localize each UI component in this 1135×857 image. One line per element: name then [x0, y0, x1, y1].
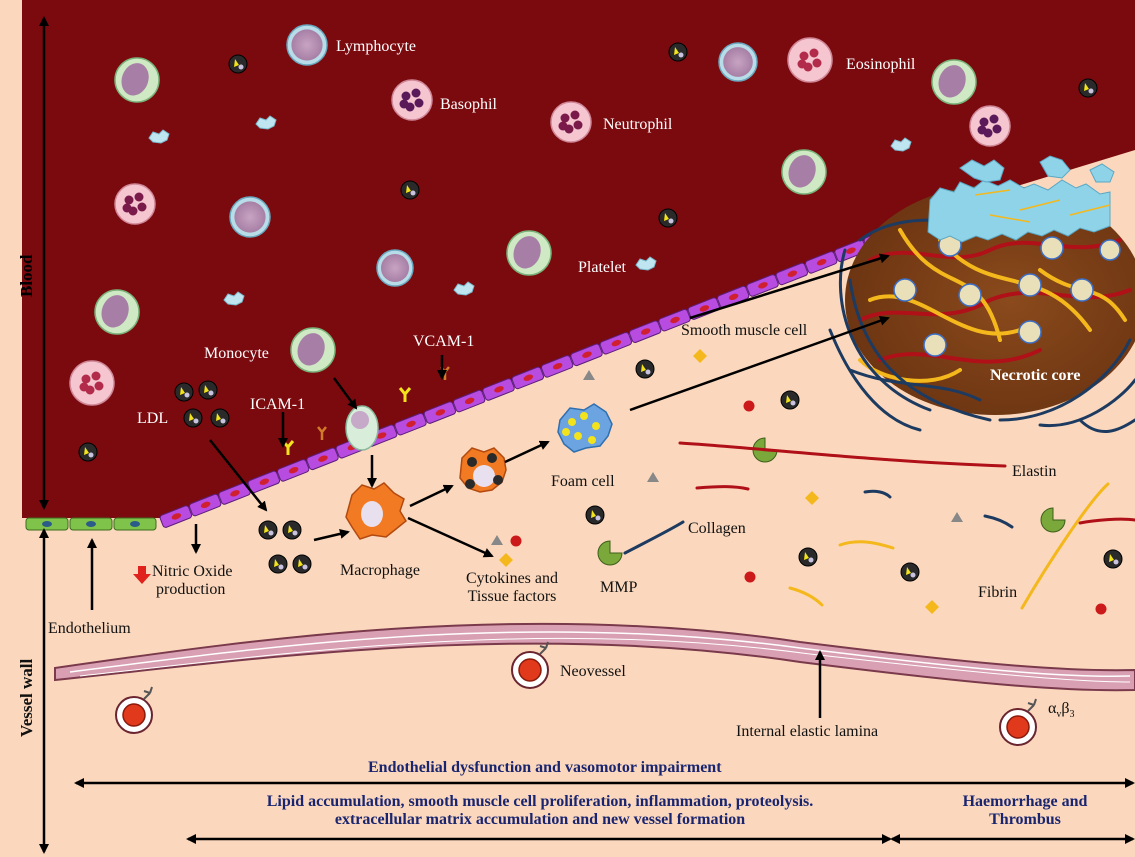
ldl-particle: [79, 443, 97, 461]
ldl-particle: [184, 409, 202, 427]
ldl-particle: [1079, 79, 1097, 97]
nitric-oxide-line1: Nitric Oxide: [152, 563, 232, 580]
ldl-particle: [586, 506, 604, 524]
neutrophil-cell: [551, 102, 591, 142]
ldl-particle: [669, 43, 687, 61]
lymphocyte-cell: [719, 43, 757, 81]
eosinophil-label: Eosinophil: [846, 56, 915, 74]
eosinophil-cell: [70, 361, 114, 405]
stage2-label: Lipid accumulation, smooth muscle cell p…: [200, 793, 880, 828]
nitric-oxide-line2: production: [156, 581, 225, 598]
elastin-label: Elastin: [1012, 463, 1056, 481]
lymphocyte-label: Lymphocyte: [336, 38, 416, 56]
macrophage-label: Macrophage: [340, 562, 420, 580]
cytokine-dot: [511, 536, 522, 547]
internal-elastic-lamina-label: Internal elastic lamina: [736, 723, 878, 741]
ldl-particle: [659, 209, 677, 227]
monocyte-cell: [291, 328, 335, 372]
stage2-line1: Lipid accumulation, smooth muscle cell p…: [267, 793, 814, 810]
ldl-particle: [259, 521, 277, 539]
ldl-particle: [293, 555, 311, 573]
cytokine-dot: [1096, 604, 1107, 615]
monocyte-label: Monocyte: [204, 345, 269, 363]
cytokines-label: Cytokines and Tissue factors: [456, 570, 568, 605]
basophil-cell: [970, 106, 1010, 146]
endothelium-label: Endothelium: [48, 620, 131, 638]
ldl-particle: [781, 391, 799, 409]
integrin-beta: β: [1061, 700, 1069, 717]
monocyte-cell: [95, 290, 139, 334]
nitric-oxide-label: Nitric Oxide production: [152, 563, 232, 598]
lymphocyte-cell: [287, 25, 327, 65]
integrin-beta-sub: 3: [1070, 709, 1075, 720]
integrin-label: αvβ3: [1048, 700, 1075, 720]
basophil-label: Basophil: [440, 96, 497, 114]
endothelial-cell-healthy: [26, 518, 68, 530]
cytokine-dot: [744, 401, 755, 412]
ldl-particle: [799, 548, 817, 566]
blood-label: Blood: [17, 227, 37, 297]
stage2-line2: extracellular matrix accumulation and ne…: [335, 811, 745, 828]
adhering-monocyte: [346, 406, 378, 450]
stage3-line1: Haemorrhage and: [963, 793, 1088, 810]
ldl-particle: [401, 181, 419, 199]
ldl-particle: [211, 409, 229, 427]
ldl-particle: [199, 381, 217, 399]
cytokines-line1: Cytokines and: [466, 570, 558, 587]
ldl-particle: [175, 383, 193, 401]
endothelial-cell-healthy: [70, 518, 112, 530]
platelet-label: Platelet: [578, 259, 626, 277]
ldl-particle: [1104, 550, 1122, 568]
smooth-muscle-cell-label: Smooth muscle cell: [681, 322, 807, 340]
cytokine-dot: [745, 572, 756, 583]
monocyte-cell: [782, 150, 826, 194]
monocyte-cell: [932, 60, 976, 104]
vessel-wall-label: Vessel wall: [17, 635, 37, 737]
endothelial-cell-healthy: [114, 518, 156, 530]
ldl-particle: [636, 360, 654, 378]
monocyte-cell: [115, 58, 159, 102]
lymphocyte-cell: [230, 197, 270, 237]
neutrophil-label: Neutrophil: [603, 116, 672, 134]
eosinophil-cell: [788, 38, 832, 82]
monocyte-cell: [507, 231, 551, 275]
ldl-particle: [269, 555, 287, 573]
ldl-particle: [229, 55, 247, 73]
neutrophil-cell: [115, 184, 155, 224]
vcam-label: VCAM-1: [413, 333, 474, 351]
foam-cell-label: Foam cell: [551, 473, 615, 491]
stage1-label: Endothelial dysfunction and vasomotor im…: [368, 759, 722, 777]
ldl-label: LDL: [137, 410, 168, 428]
neovessel-label: Neovessel: [560, 663, 626, 681]
cytokines-line2: Tissue factors: [468, 588, 557, 605]
basophil-cell: [392, 80, 432, 120]
stage3-line2: Thrombus: [989, 811, 1061, 828]
mmp-label: MMP: [600, 579, 637, 597]
icam-label: ICAM-1: [250, 396, 305, 414]
necrotic-core-label: Necrotic core: [990, 367, 1080, 385]
collagen-label: Collagen: [688, 520, 746, 538]
stage3-label: Haemorrhage and Thrombus: [930, 793, 1120, 828]
ldl-particle: [901, 563, 919, 581]
lymphocyte-cell: [377, 250, 413, 286]
fibrin-label: Fibrin: [978, 584, 1017, 602]
ldl-particle: [283, 521, 301, 539]
